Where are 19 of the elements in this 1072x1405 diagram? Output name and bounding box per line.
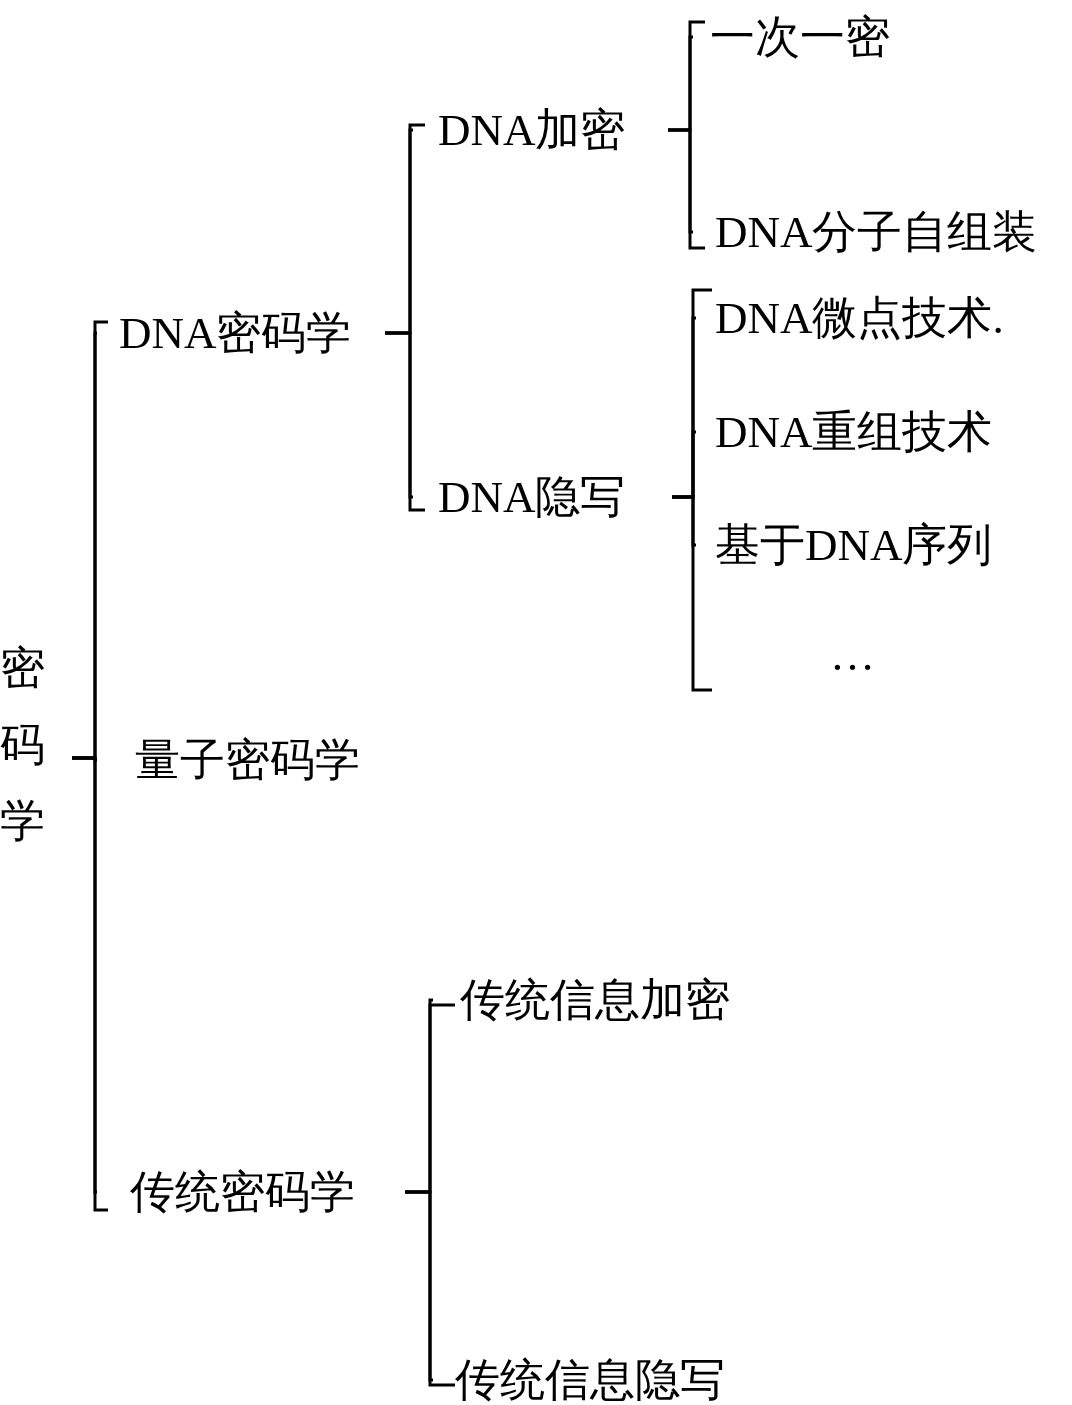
node-label: 一次一密 [709, 11, 890, 64]
node-label: DNA微点技术. [714, 292, 1004, 345]
connector-line [668, 128, 693, 234]
node-label: DNA加密 [437, 104, 626, 157]
node-label: 密码学 [0, 642, 45, 849]
connector-line [385, 331, 413, 499]
connector-line [72, 756, 99, 1194]
ellipsis-text: … [830, 629, 875, 682]
node-label: 传统密码学 [129, 1166, 355, 1219]
node-label: DNA重组技术 [714, 406, 993, 459]
node-label: DNA密码学 [118, 307, 352, 360]
node-label: 传统信息隐写 [454, 1354, 725, 1405]
node-label: DNA隐写 [437, 471, 626, 524]
node-label: DNA分子自组装 [714, 206, 1038, 259]
connector-line [405, 1190, 433, 1382]
node-label: 基于DNA序列 [714, 519, 993, 572]
node-label: 传统信息加密 [459, 974, 730, 1027]
node-label: 量子密码学 [134, 734, 360, 787]
connector-line [672, 495, 696, 547]
